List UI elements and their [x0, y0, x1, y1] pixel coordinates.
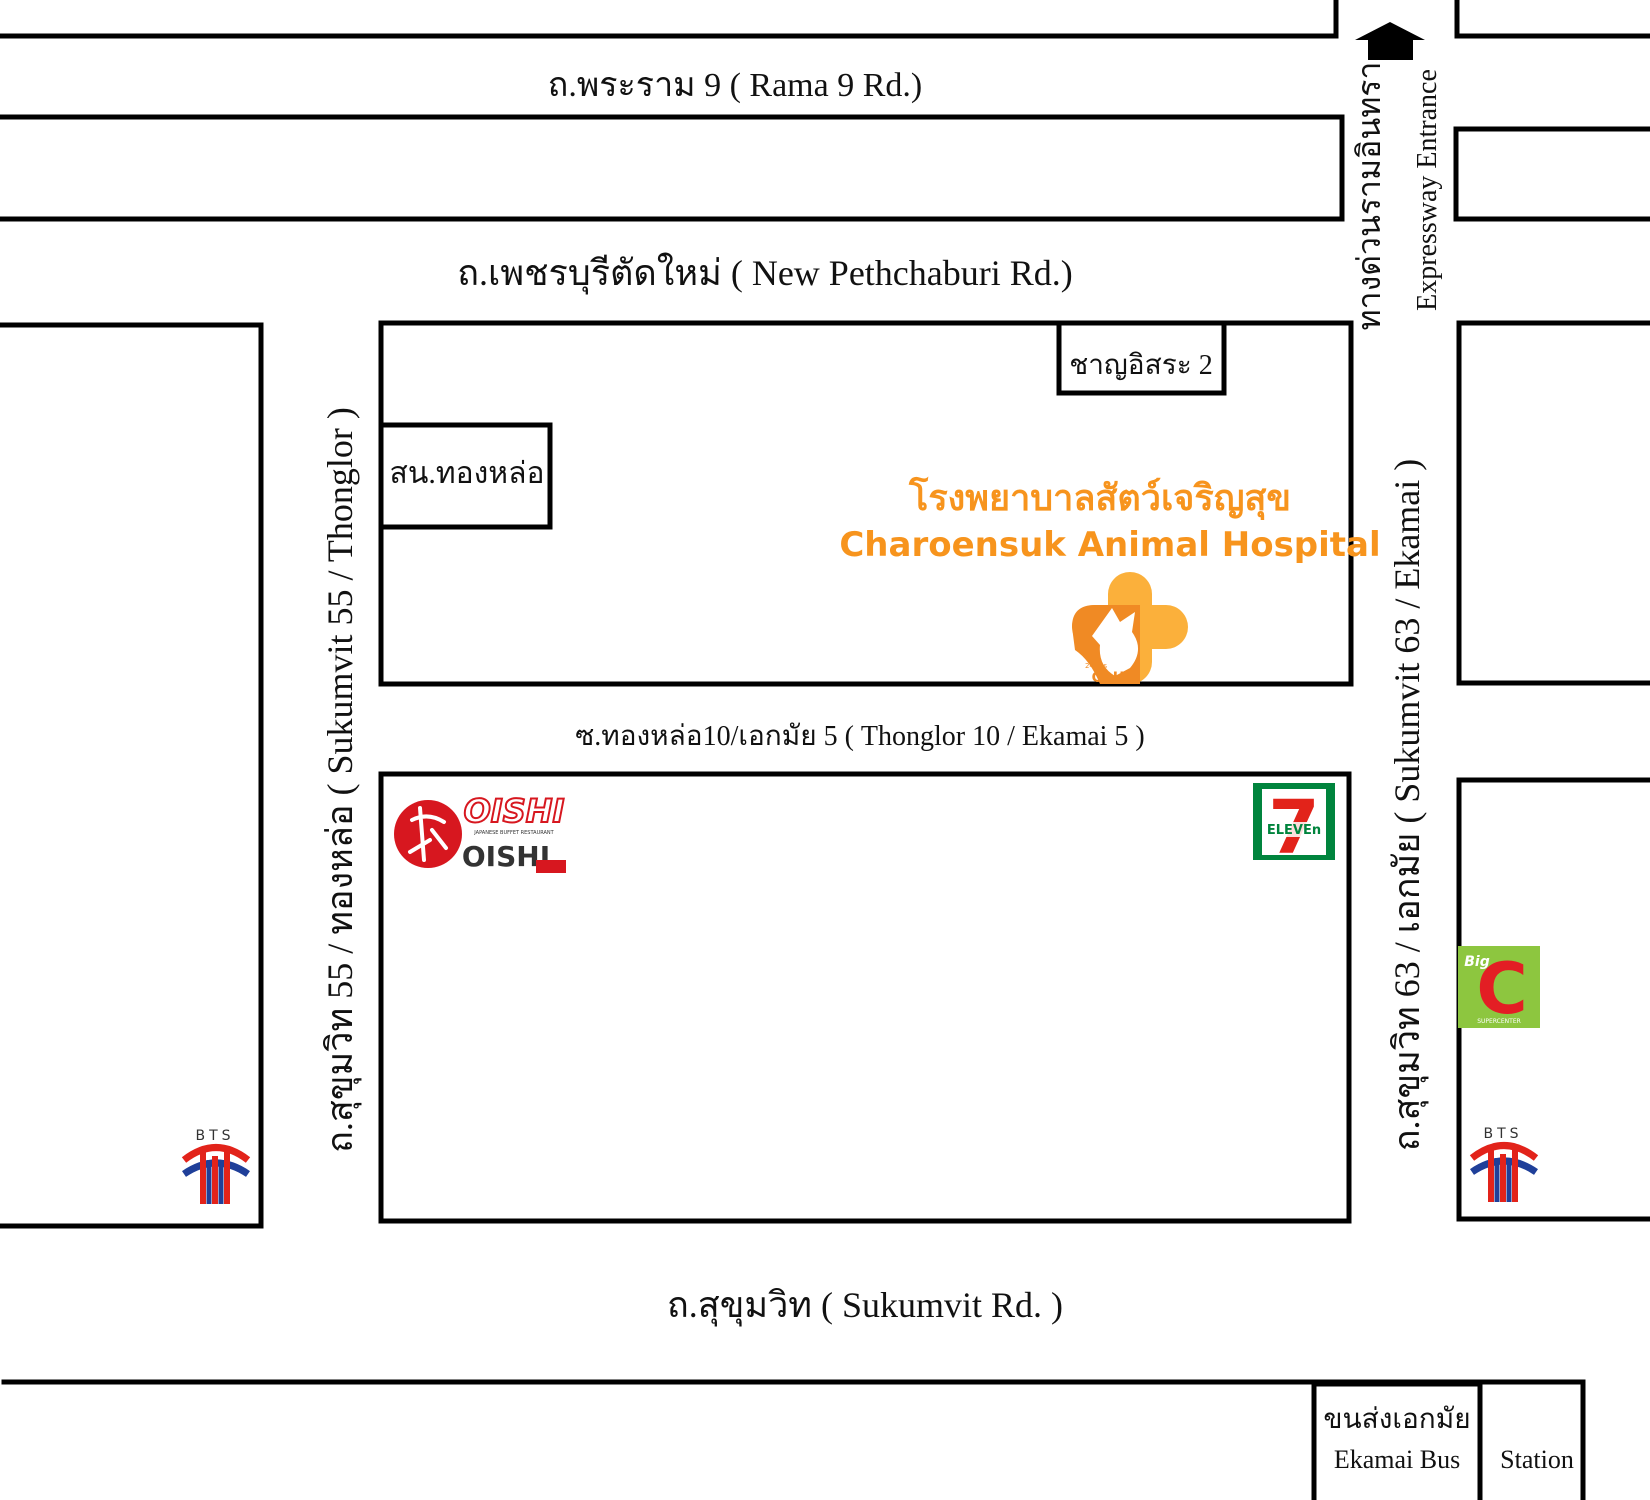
bts-ekamai-text: BTS — [1483, 1126, 1522, 1142]
hospital-name-english: Charoensuk Animal Hospital — [839, 525, 1380, 565]
bts-thonglor-text: BTS — [195, 1128, 234, 1144]
bus-station-thai-label: ขนส่งเอกมัย — [1323, 1404, 1470, 1435]
block-north-east-edge — [1454, 0, 1650, 39]
bigc-logo-icon: C Big SUPERCENTER — [1458, 946, 1540, 1030]
block-south-edge — [1, 1379, 1586, 1500]
thonglor-road-label: ถ.สุขุมวิท 55 / ทองหล่อ ( Sukumvit 55 / … — [320, 407, 362, 1153]
thonglor-police-label: สน.ทองหล่อ — [390, 457, 545, 490]
police-box — [380, 422, 553, 530]
bus-station-box — [1311, 1381, 1483, 1500]
expressway-thai-label: ทางด่วนรามอินทรา — [1351, 62, 1387, 331]
bigc-letter: C — [1476, 948, 1527, 1030]
bts-thonglor-logo-icon: BTS — [181, 1128, 251, 1204]
hospital-marker: โรงพยาบาลสัตว์เจริญสุข Charoensuk Animal… — [839, 476, 1380, 686]
block-rama9-east — [1453, 126, 1650, 222]
hospital-logo-icon: 24 hrs CAH — [1072, 572, 1188, 686]
bts-ekamai-logo-icon: BTS — [1469, 1126, 1539, 1202]
bigc-sub-text: SUPERCENTER — [1477, 1018, 1521, 1025]
block-west — [0, 322, 264, 1229]
chanya-isara-box — [1056, 322, 1227, 396]
block-north-west-edge — [0, 0, 1339, 39]
bus-station-en-label-2: Station — [1500, 1445, 1574, 1474]
seven-eleven-logo-icon: 7 ELEVEn — [1253, 783, 1335, 871]
new-pethchaburi-road-label: ถ.เพชรบุรีตัดใหม่ ( New Pethchaburi Rd.) — [457, 252, 1073, 295]
block-north-central — [378, 320, 1354, 687]
hospital-logo-text: CAH — [1092, 670, 1125, 686]
block-rama9-south — [0, 114, 1345, 222]
rama9-road-label: ถ.พระราม 9 ( Rama 9 Rd.) — [548, 67, 922, 104]
chanya-isara-label: ชาญอิสระ 2 — [1069, 350, 1213, 381]
block-east-upper — [1456, 320, 1650, 686]
bigc-small-text: Big — [1464, 954, 1490, 970]
oishi-sub-text: JAPANESE BUFFET RESTAURANT — [473, 830, 554, 836]
expressway-arrow-icon — [1355, 22, 1425, 60]
block-south-central — [378, 771, 1352, 1224]
ekamai-road-label: ถ.สุขุมวิท 63 / เอกมัย ( Sukumvit 63 / E… — [1387, 459, 1429, 1152]
expressway-english-label: Expressway Entrance — [1412, 69, 1443, 311]
bus-station-en-label-1: Ekamai Bus — [1334, 1445, 1460, 1474]
soi-thonglor10-label: ซ.ทองหล่อ10/เอกมัย 5 ( Thonglor 10 / Eka… — [575, 721, 1145, 752]
hospital-name-thai: โรงพยาบาลสัตว์เจริญสุข — [908, 476, 1291, 521]
seven-eleven-text: ELEVEn — [1267, 823, 1321, 838]
oishi-bottom-text: OISHI — [462, 840, 550, 873]
oishi-top-text: OISHI — [464, 792, 565, 830]
oishi-logo-icon: OISHI JAPANESE BUFFET RESTAURANT OISHI — [394, 791, 566, 873]
hospital-logo-small: 24 hrs — [1085, 662, 1107, 670]
sukumvit-road-label: ถ.สุขุมวิท ( Sukumvit Rd. ) — [667, 1285, 1063, 1327]
